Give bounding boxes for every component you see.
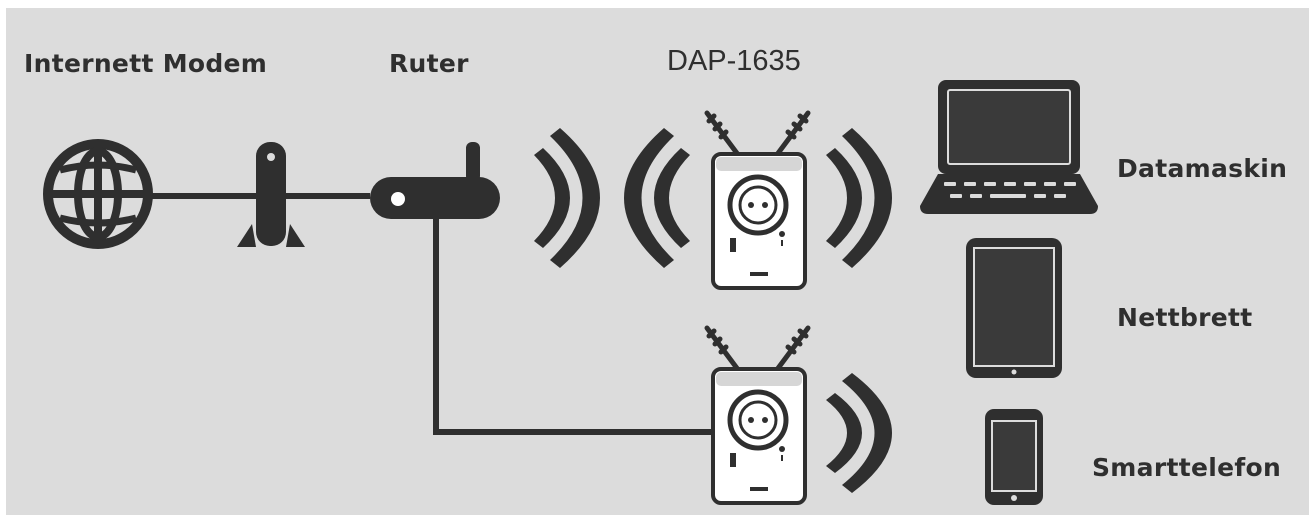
tablet-label: Nettbrett: [1117, 303, 1253, 332]
smartphone-icon: [985, 409, 1043, 505]
router-label: Ruter: [389, 49, 469, 78]
modem-icon: [237, 142, 305, 247]
wifi-waves-icon: [534, 128, 690, 268]
tablet-icon: [966, 238, 1062, 378]
globe-icon: [43, 139, 153, 249]
router-icon: [370, 142, 500, 219]
internet-modem-label: Internett Modem: [24, 49, 268, 78]
wifi-waves-icon: [826, 128, 892, 268]
extender-label: DAP-1635: [667, 45, 801, 77]
extender-device-icon: [704, 325, 811, 505]
smartphone-label: Smarttelefon: [1092, 453, 1282, 482]
computer-label: Datamaskin: [1117, 154, 1288, 183]
connection-cables: [152, 193, 730, 435]
wifi-waves-icon: [826, 373, 892, 493]
laptop-icon: [920, 80, 1098, 214]
extender-device-icon: [704, 110, 811, 290]
cable-router-extender: [433, 212, 730, 435]
